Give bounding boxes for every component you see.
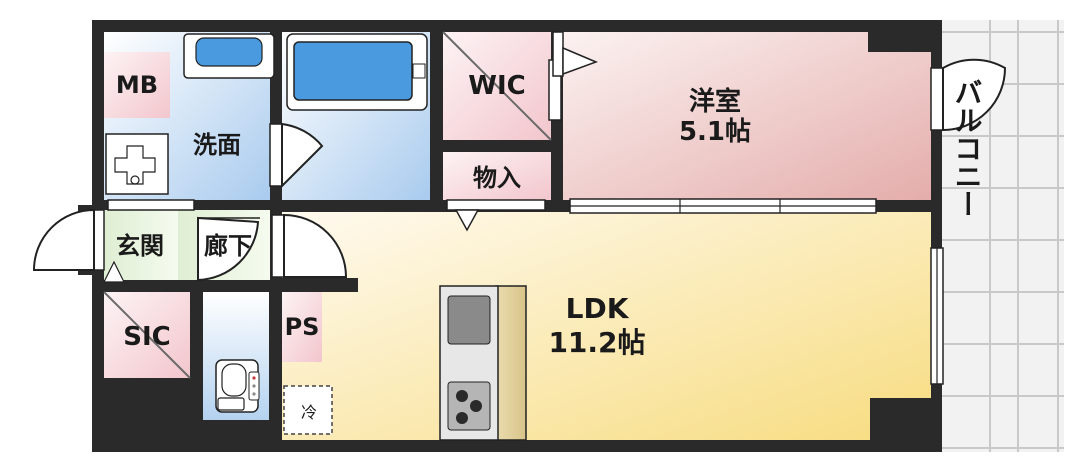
label-sic: SIC [123,322,170,352]
door-rouka [197,216,260,282]
toilet [215,359,260,413]
label-rouka: 廊下 [204,232,252,260]
label-ldk-size: 11.2帖 [548,326,645,359]
label-ps: PS [285,313,320,341]
bathtub [286,33,428,111]
room-youshitsu [563,32,931,200]
room-ldk [282,212,931,440]
door-youshitsu [552,31,599,77]
label-monoire: 物入 [473,164,521,192]
door-sic [103,260,125,283]
label-youshitsu-size: 5.1帖 [679,117,751,147]
room-ps-over [282,292,322,362]
washing-machine-pan [105,133,169,195]
label-ldk: LDK [566,292,630,325]
label-senmen: 洗面 [193,131,241,159]
refrigerator-space [283,385,333,435]
door-balcony [930,58,1007,132]
balcony [942,20,1064,452]
room-mb-fill [104,52,170,118]
window-youshitsu-bottom [569,198,877,214]
kitchen-unit [439,285,527,441]
storage-diagonals [103,31,552,379]
sliding-door-senmen [107,199,195,211]
label-rei: 冷 [301,403,317,422]
label-wic: WIC [468,71,525,101]
wall-ldk-top-inner [270,278,358,292]
sliding-door-monoire [446,199,546,211]
label-mb: MB [116,71,158,99]
room-monoire [443,152,551,200]
door-ldk [271,213,348,278]
wall-ldk-corner [870,398,942,452]
window-ldk-right [930,247,944,385]
label-youshitsu: 洋室 [689,86,741,117]
door-marker-monoire [454,209,480,232]
wall-corner-notch [868,20,942,52]
label-genkan: 玄関 [116,232,164,260]
door-entrance [32,208,105,271]
door-senmen [269,122,324,189]
label-balcony: バルコニー [951,78,984,218]
washbasin [183,33,275,79]
